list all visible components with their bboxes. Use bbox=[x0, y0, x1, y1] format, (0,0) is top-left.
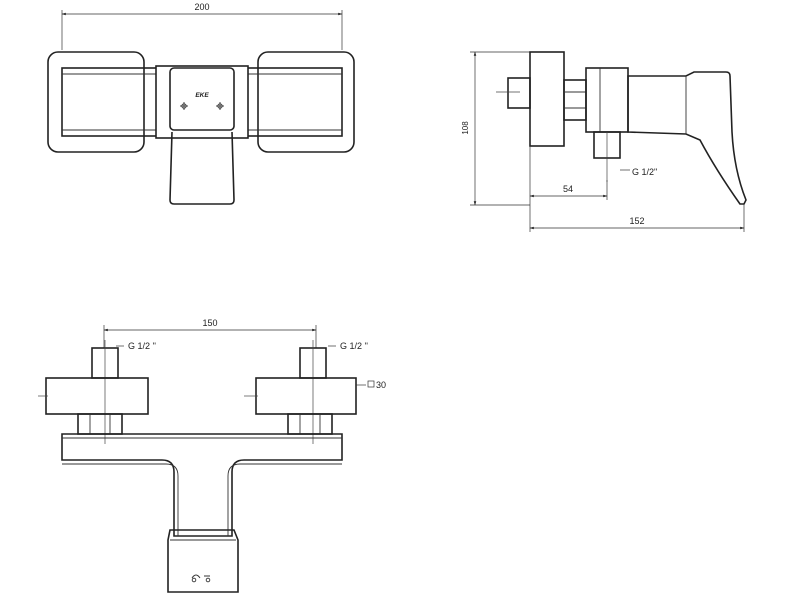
offset-dim-label: 54 bbox=[563, 184, 573, 194]
side-thread-label: G 1/2" bbox=[632, 167, 657, 177]
side-nut bbox=[563, 79, 587, 121]
width-dim-label: 200 bbox=[194, 2, 209, 12]
top-thread-right-label: G 1/2 '' bbox=[340, 341, 368, 351]
square-dim-label: 30 bbox=[376, 380, 386, 390]
side-inlet bbox=[496, 77, 531, 109]
top-thread-left-label: G 1/2 '' bbox=[128, 341, 156, 351]
top-left-block bbox=[45, 377, 149, 415]
side-cartridge bbox=[585, 67, 629, 133]
top-view: 150 G 1/2 '' G 1/2 '' 30 bbox=[38, 318, 386, 593]
top-right-inlet bbox=[299, 340, 327, 444]
top-lever bbox=[167, 529, 239, 593]
top-right-nut bbox=[287, 413, 333, 435]
top-right-block bbox=[255, 377, 357, 415]
height-dim-label: 108 bbox=[461, 121, 470, 135]
side-lever bbox=[627, 71, 747, 205]
top-t-body bbox=[61, 433, 343, 537]
top-left-inlet bbox=[91, 340, 119, 444]
spacing-dim-label: 150 bbox=[202, 318, 217, 328]
width-dimension: 200 bbox=[61, 2, 343, 50]
height-dimension: 108 bbox=[461, 51, 530, 206]
top-left-nut bbox=[77, 413, 123, 435]
left-knob bbox=[47, 51, 163, 153]
depth-dimension: 152 bbox=[529, 204, 745, 232]
side-view: 108 G 1/2" 54 bbox=[461, 51, 747, 232]
spacing-dimension: 150 bbox=[103, 318, 317, 348]
right-knob bbox=[239, 51, 355, 153]
depth-dim-label: 152 bbox=[629, 216, 644, 226]
offset-dimension: 54 bbox=[529, 146, 608, 232]
front-view: 200 EKE bbox=[47, 2, 355, 205]
hot-cold-markers bbox=[180, 102, 224, 110]
side-body bbox=[529, 51, 565, 147]
brand-logo-text: EKE bbox=[195, 92, 209, 99]
central-body: EKE bbox=[155, 65, 249, 205]
side-outlet bbox=[593, 131, 621, 182]
